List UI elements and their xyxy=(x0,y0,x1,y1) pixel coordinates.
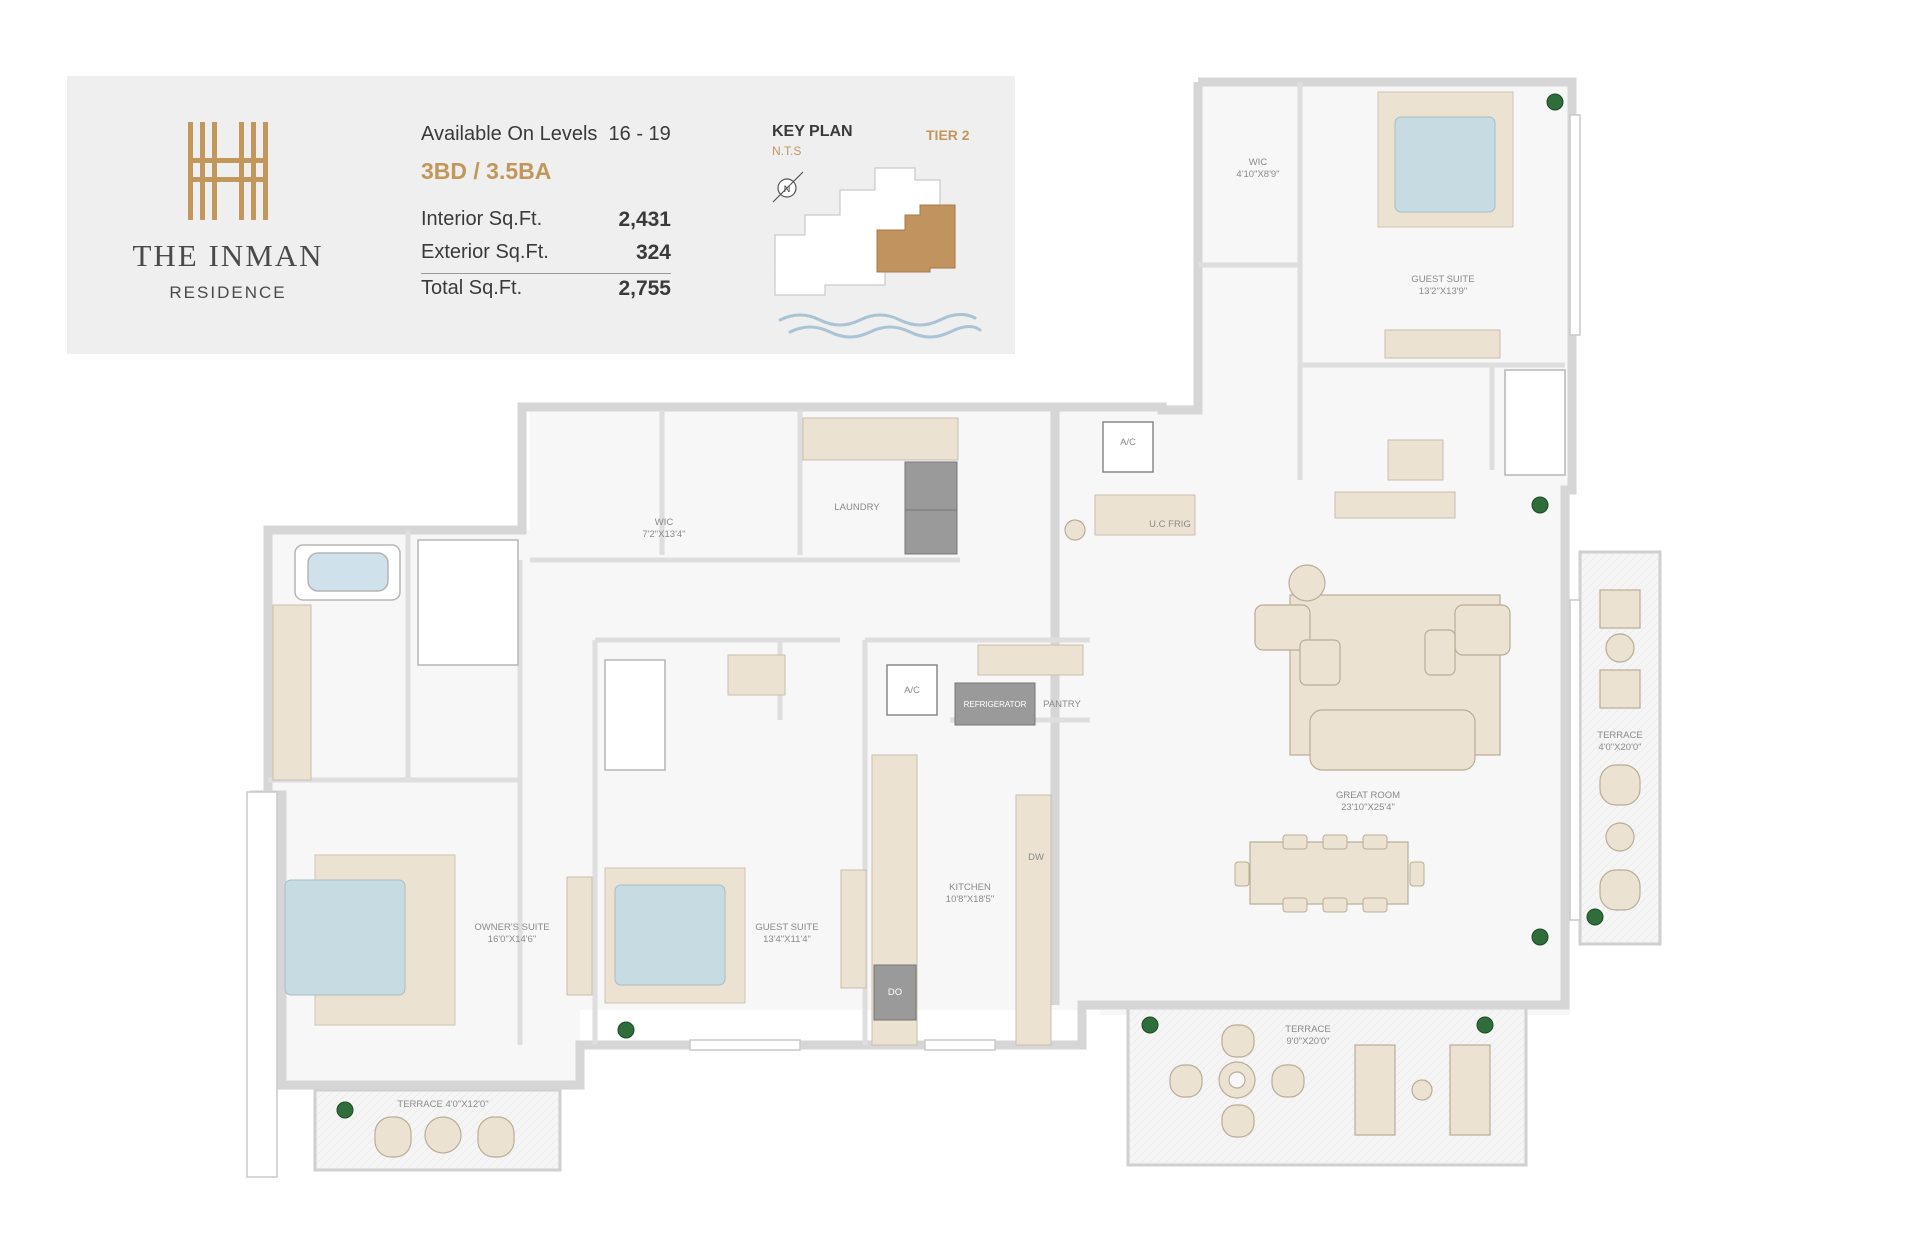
key-plan-diagram: N xyxy=(772,167,982,339)
exterior-sqft-label: Exterior Sq.Ft. xyxy=(421,241,549,263)
compass-letter: N xyxy=(784,184,791,194)
appliances xyxy=(873,461,1036,1021)
guest-suite-name: GUEST SUITE xyxy=(755,922,818,933)
wic-guest-dim: 4'10"X8'9" xyxy=(1236,169,1279,180)
compass-icon: N xyxy=(772,171,804,203)
guest-suite-top-dim: 13'2"X13'9" xyxy=(1419,286,1467,297)
owners-suite-name: OWNER'S SUITE xyxy=(474,922,549,933)
key-plan-water xyxy=(778,313,982,339)
terrace-right-name: TERRACE xyxy=(1597,730,1642,741)
walls xyxy=(250,77,1577,1090)
great-room-dim: 23'10"X25'4" xyxy=(1341,802,1395,813)
available-levels: Available On Levels 16 - 19 xyxy=(421,123,671,145)
interior-walls xyxy=(268,82,1565,1045)
interior-sqft-row: Interior Sq.Ft. 2,431 xyxy=(421,208,671,231)
ac-kitchen-label: A/C xyxy=(904,685,920,696)
inman-logo xyxy=(188,122,268,220)
terrace-furniture xyxy=(374,589,1641,1158)
bed-bath-count: 3BD / 3.5BA xyxy=(421,158,552,184)
pantry-label: PANTRY xyxy=(1043,699,1081,710)
ac-units xyxy=(886,421,1154,716)
cabinetry xyxy=(272,329,1501,1046)
brand-subtitle: RESIDENCE xyxy=(169,283,287,302)
tier-label: TIER 2 xyxy=(926,127,970,143)
wic-guest-name: WIC xyxy=(1249,157,1268,168)
kitchen-dim: 10'8"X18'5" xyxy=(946,894,994,905)
guest-suite-top-name: GUEST SUITE xyxy=(1411,274,1474,285)
uc-frig-label: U.C FRIG xyxy=(1149,519,1191,530)
terrace-bottom-dim: 9'0"X20'0" xyxy=(1286,1036,1329,1047)
terrace-owner-label: TERRACE 4'0"X12'0" xyxy=(397,1099,488,1110)
room-labels: WIC 4'10"X8'9" GUEST SUITE 13'2"X13'9" W… xyxy=(397,157,1642,1110)
owners-suite-dim: 16'0"X14'6" xyxy=(488,934,536,945)
dw-label: DW xyxy=(1028,852,1044,863)
refrigerator-label: REFRIGERATOR xyxy=(964,700,1027,709)
sqft-divider xyxy=(421,273,671,274)
brand-name: THE INMAN xyxy=(132,238,324,273)
key-plan-title: KEY PLAN xyxy=(772,123,853,140)
do-label: DO xyxy=(888,987,902,998)
bath-fixtures xyxy=(294,369,1566,771)
terrace-bottom-name: TERRACE xyxy=(1285,1024,1330,1035)
interior-sqft-label: Interior Sq.Ft. xyxy=(421,208,543,230)
plants xyxy=(336,93,1604,1119)
total-sqft-row: Total Sq.Ft. 2,755 xyxy=(421,277,671,300)
terrace-right-dim: 4'0"X20'0" xyxy=(1598,742,1641,753)
guest-suite-dim: 13'4"X11'4" xyxy=(763,934,811,945)
exterior-sqft-value: 324 xyxy=(635,241,671,264)
dining-chairs xyxy=(1234,834,1425,913)
kitchen-name: KITCHEN xyxy=(949,882,991,893)
interior-sqft-value: 2,431 xyxy=(618,208,671,231)
wic-owner-dim: 7'2"X13'4" xyxy=(642,529,685,540)
total-sqft-value: 2,755 xyxy=(618,277,671,300)
beds xyxy=(284,91,1514,1026)
key-plan-highlight xyxy=(876,204,956,273)
wic-owner-name: WIC xyxy=(655,517,674,528)
key-plan-scale: N.T.S xyxy=(772,144,802,158)
great-room-name: GREAT ROOM xyxy=(1336,790,1400,801)
exterior-sqft-row: Exterior Sq.Ft. 324 xyxy=(421,241,671,264)
total-sqft-label: Total Sq.Ft. xyxy=(421,277,523,299)
ac-top-label: A/C xyxy=(1120,437,1136,448)
windows xyxy=(246,114,1581,1178)
laundry-label: LAUNDRY xyxy=(834,502,880,513)
living-furniture xyxy=(1064,519,1511,905)
